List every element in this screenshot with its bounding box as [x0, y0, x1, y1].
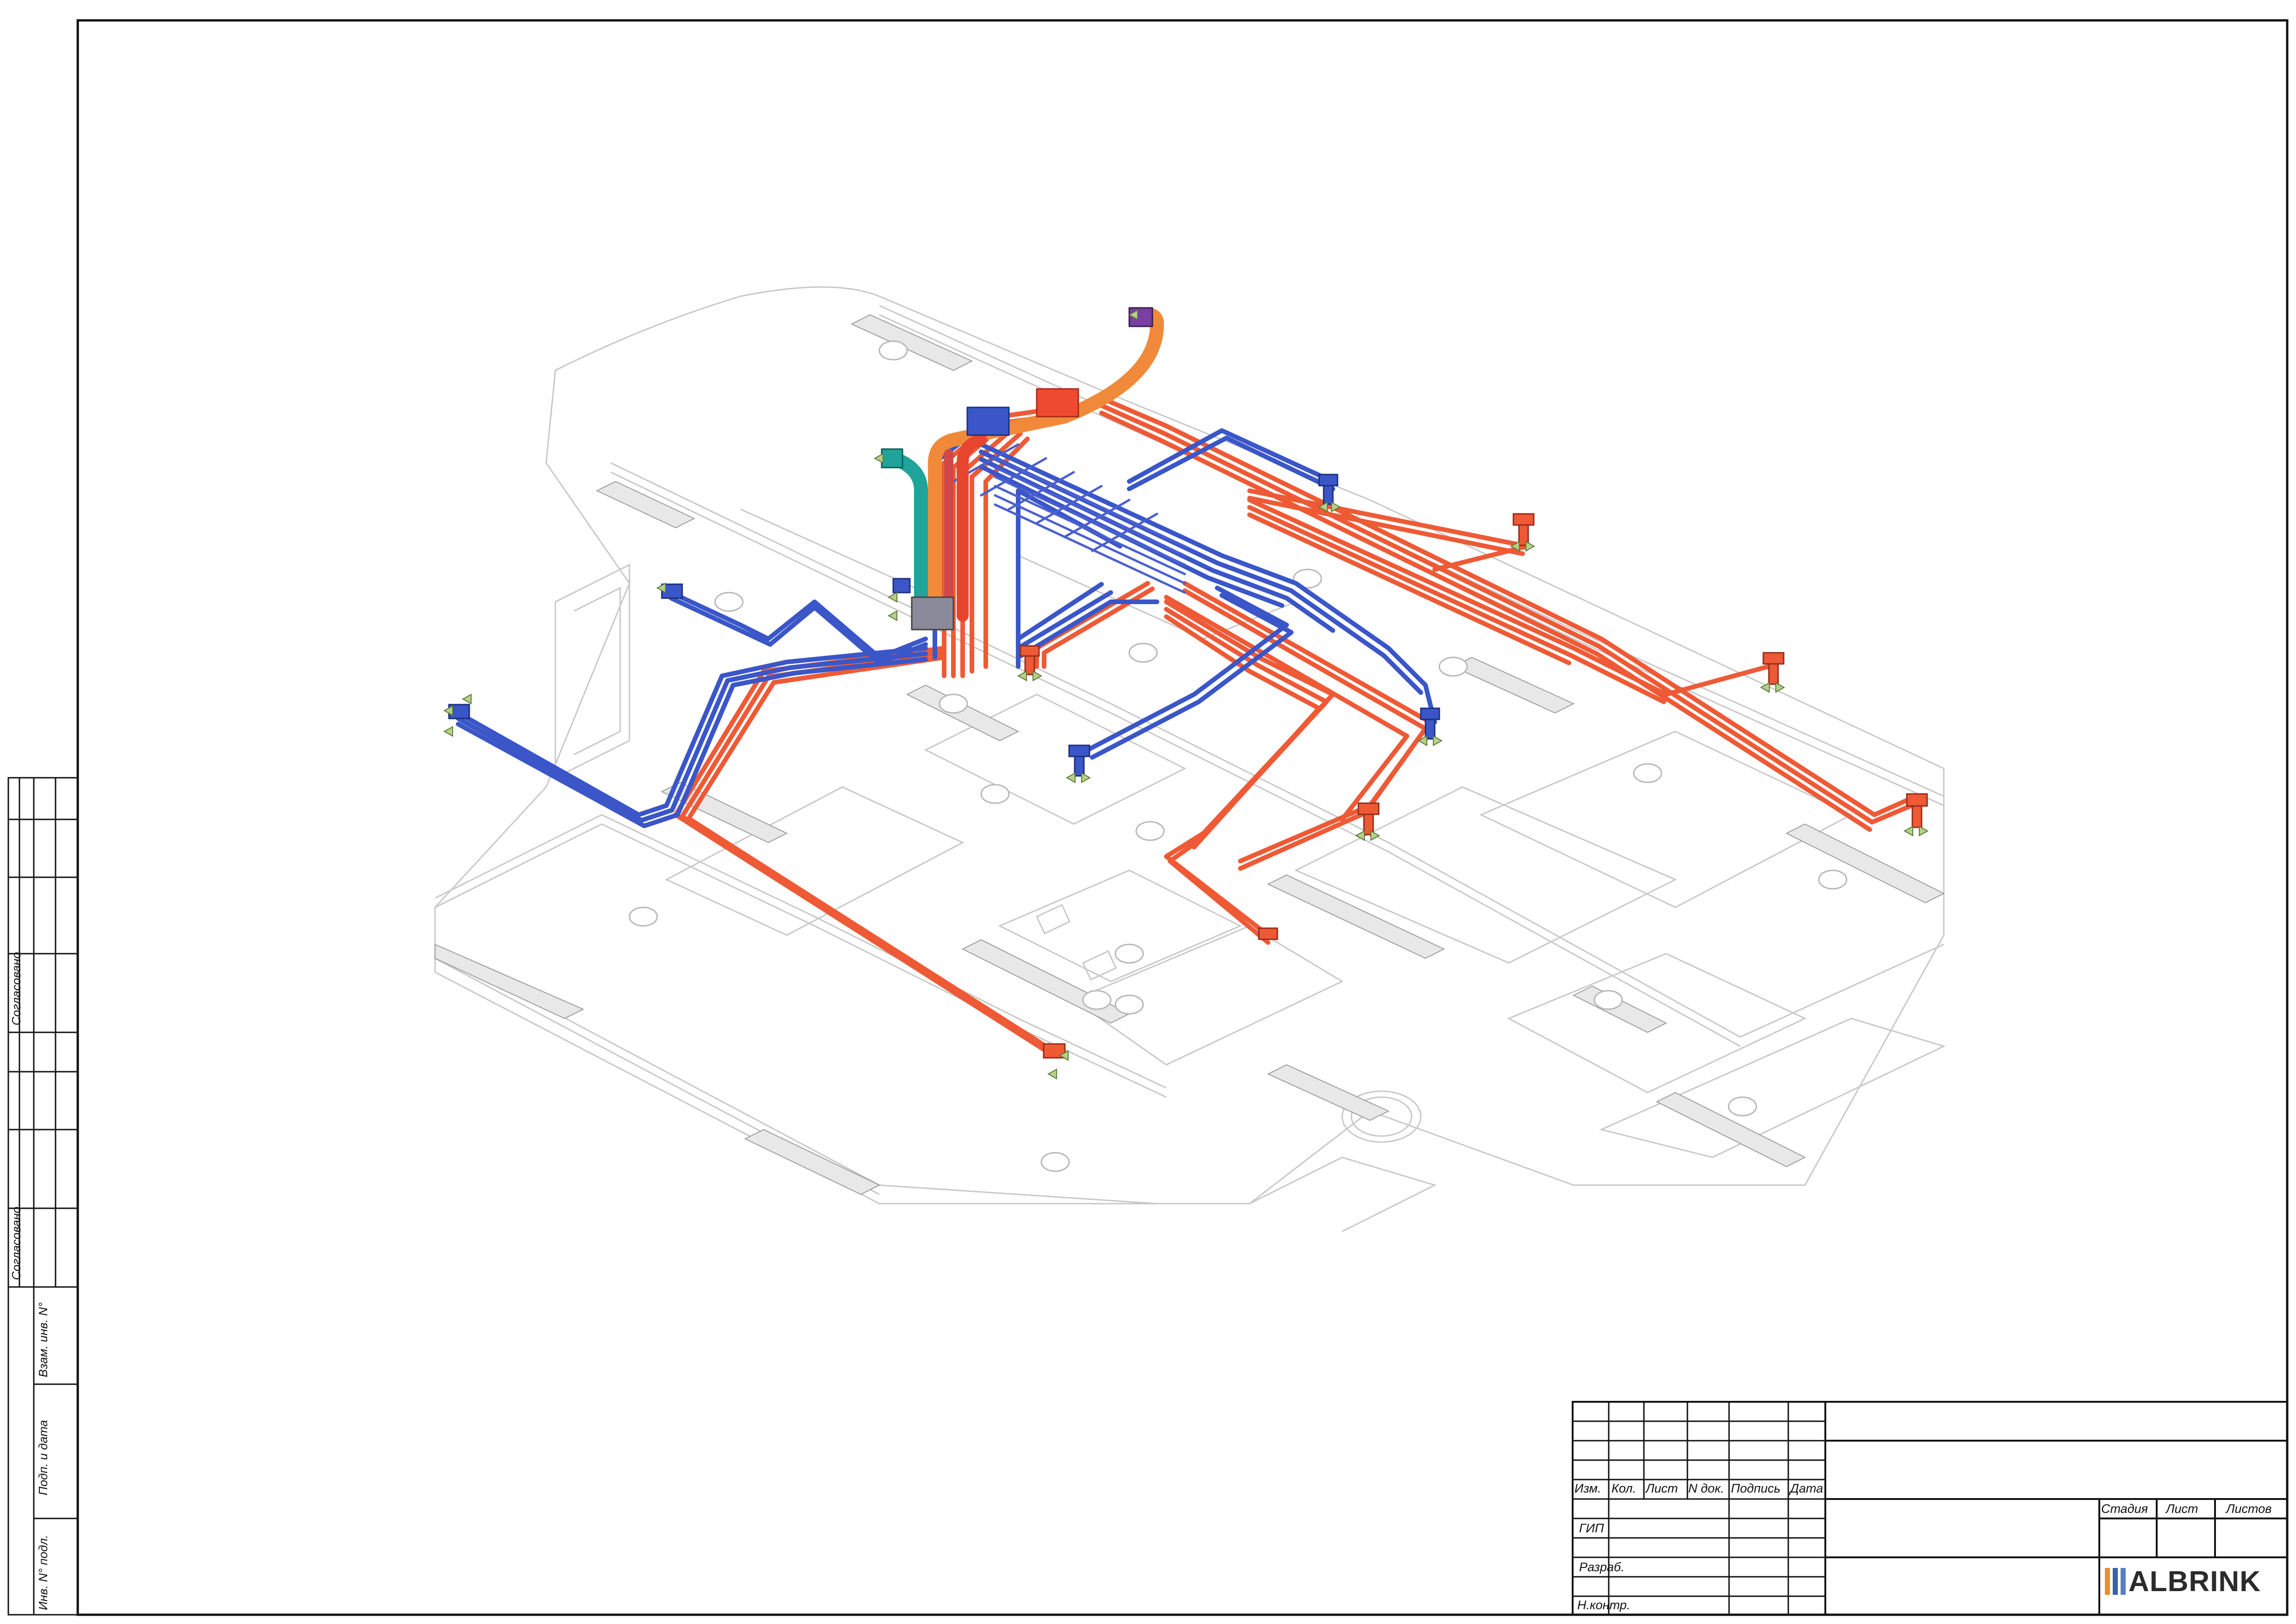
col-ndok: N док.	[1688, 1481, 1724, 1495]
approval-label-2: Согласовано	[9, 1206, 23, 1280]
sheets-label: Листов	[2226, 1502, 2272, 1516]
col-izm: Изм.	[1574, 1481, 1601, 1495]
air-handling-unit-red	[1036, 388, 1079, 418]
role-razrab: Разраб.	[1579, 1560, 1624, 1574]
title-block-grid	[1572, 1401, 2288, 1616]
company-logo: ALBRINK	[2105, 1565, 2261, 1598]
floor-plan	[434, 286, 1946, 1232]
air-handling-unit-blue	[966, 406, 1010, 436]
collector-box	[911, 596, 954, 631]
approval-label-1: Согласовано	[9, 952, 23, 1025]
inv-original-label: Инв. N° подл.	[36, 1535, 50, 1610]
col-podpis: Подпись	[1731, 1481, 1781, 1495]
three-vertical-bars-icon	[2105, 1568, 2126, 1595]
exhaust-air-duct	[928, 308, 1164, 618]
sheet-frame	[76, 19, 2289, 1616]
sign-date-label: Подп. и дата	[36, 1420, 50, 1495]
stage-label: Стадия	[2101, 1502, 2148, 1516]
duct-cap-left	[881, 448, 903, 468]
terminal-units	[443, 309, 1929, 1080]
logo-wordmark: ALBRINK	[2128, 1565, 2261, 1598]
col-list: Лист	[1646, 1481, 1678, 1495]
title-block-left-table	[1573, 1402, 1825, 1615]
pipe-network	[456, 307, 1918, 1057]
inv-exchange-label: Взам. инв. N°	[36, 1302, 50, 1377]
col-data: Дата	[1790, 1481, 1823, 1495]
sheet-label: Лист	[2166, 1502, 2198, 1516]
col-kol: Кол.	[1612, 1481, 1636, 1495]
supply-pipes	[673, 396, 1918, 1057]
supply-duct-riser	[957, 434, 987, 622]
role-nkontr: Н.контр.	[1577, 1598, 1630, 1612]
axis-markers	[628, 340, 1848, 1172]
manifold-grid	[952, 443, 1186, 594]
role-gip: ГИП	[1579, 1521, 1604, 1535]
side-stamp	[7, 777, 79, 1616]
